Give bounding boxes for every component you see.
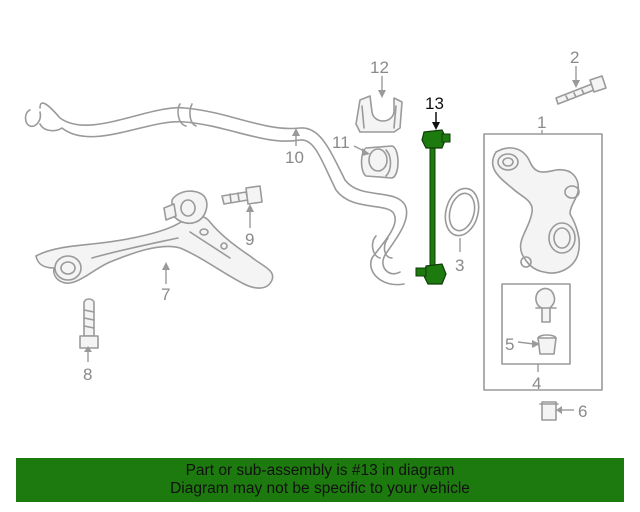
callout-13: 13	[425, 94, 444, 113]
ball-joint-box	[501, 283, 571, 365]
knuckle-bolt	[555, 75, 607, 105]
stabilizer-bar	[24, 102, 408, 286]
lower-control-arm	[35, 214, 274, 289]
arm-bushing	[163, 190, 208, 225]
banner-line-2: Diagram may not be specific to your vehi…	[170, 480, 470, 497]
bushing-bracket	[355, 95, 403, 133]
arm-bolt-9	[221, 185, 263, 205]
callout-2: 2	[570, 48, 579, 67]
leader-lines	[84, 66, 580, 414]
callout-12: 12	[370, 58, 389, 77]
seal-ring	[444, 187, 480, 237]
ball-joint-cap	[539, 401, 559, 421]
info-banner: Part or sub-assembly is #13 in diagram D…	[16, 458, 624, 502]
callout-8: 8	[83, 365, 92, 384]
callout-5: 5	[505, 335, 514, 354]
callout-10: 10	[285, 148, 304, 167]
stabilizer-bushing	[360, 145, 399, 179]
callout-1: 1	[537, 113, 546, 132]
callout-9: 9	[245, 230, 254, 249]
arm-bolt-8	[79, 298, 99, 349]
stabilizer-link	[415, 129, 451, 285]
knuckle-assembly	[483, 133, 603, 391]
callout-7: 7	[161, 285, 170, 304]
callout-4: 4	[532, 374, 541, 393]
callout-3: 3	[455, 256, 464, 275]
callout-11: 11	[332, 133, 350, 152]
callout-6: 6	[578, 402, 587, 421]
banner-line-1: Part or sub-assembly is #13 in diagram	[185, 462, 455, 479]
